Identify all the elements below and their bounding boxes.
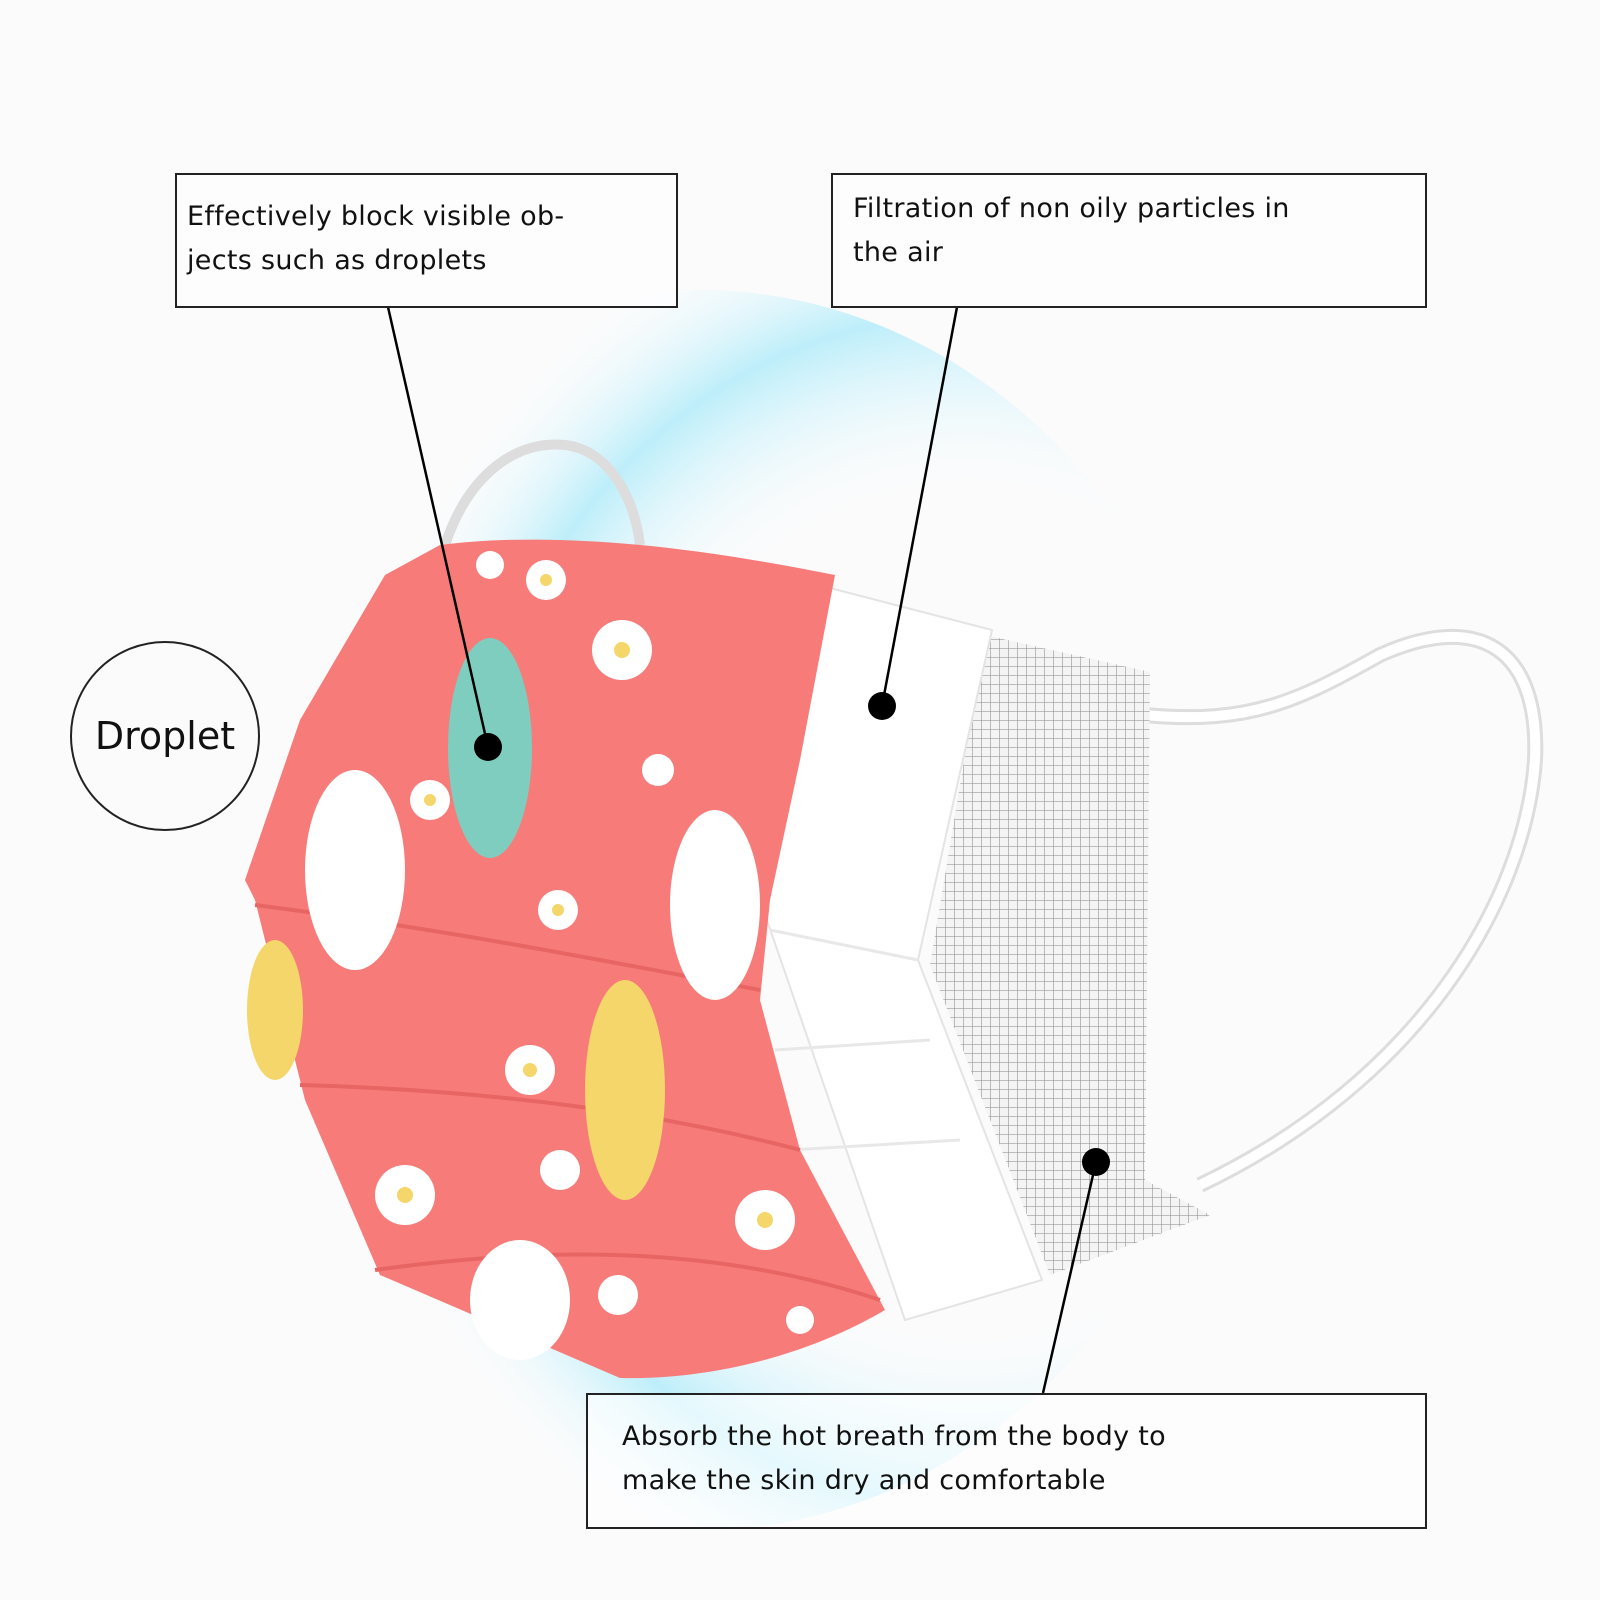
ear-loop-top (440, 439, 645, 547)
callout-text: the air (853, 237, 944, 268)
leader-lines (386, 306, 1098, 1394)
callout-text: Absorb the hot breath from the body to (622, 1421, 1166, 1452)
callout-middle-layer: Filtration of non oily particles in the … (831, 173, 1427, 308)
callout-text: make the skin dry and comfortable (622, 1465, 1106, 1496)
marker-dot-outer (474, 733, 502, 761)
marker-dot-inner (1082, 1148, 1110, 1176)
chick-egg (305, 770, 405, 970)
callout-text: jects such as droplets (187, 245, 487, 276)
callout-outer-layer: Effectively block visible ob- jects such… (175, 173, 678, 308)
marker-dot-middle (868, 692, 896, 720)
callout-text: Filtration of non oily particles in (853, 193, 1290, 224)
callout-text: Effectively block visible ob- (187, 201, 565, 232)
yellow-egg (585, 980, 665, 1200)
droplet-label: Droplet (70, 641, 260, 831)
callout-inner-layer: Absorb the hot breath from the body to m… (586, 1393, 1427, 1529)
inner-absorbent-layer (930, 635, 1210, 1275)
